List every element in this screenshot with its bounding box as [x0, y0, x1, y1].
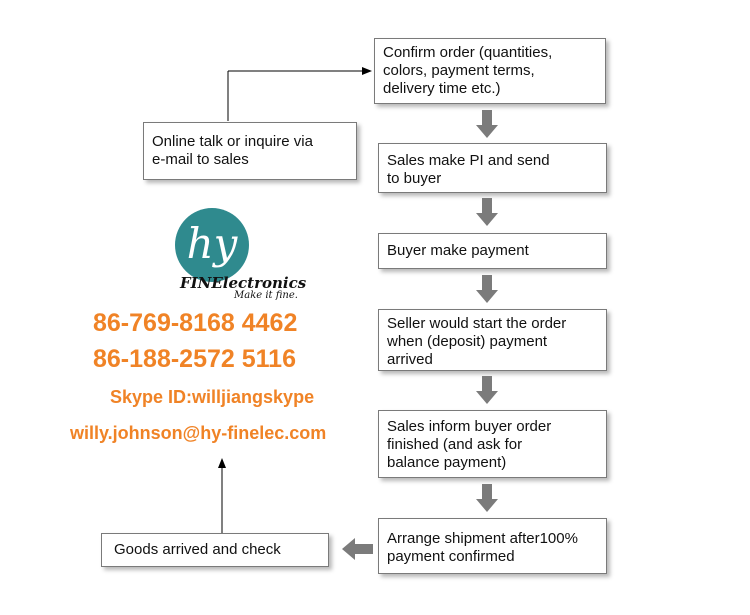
arrange-shipment-step: Arrange shipment after100% payment confi… — [378, 518, 607, 574]
phone-number-1: 86-769-8168 4462 — [93, 309, 298, 337]
logo-circle — [175, 208, 249, 282]
sales-pi-step: Sales make PI and send to buyer — [378, 143, 607, 193]
brand-name: FINElectronics — [180, 274, 307, 292]
phone-number-2: 86-188-2572 5116 — [93, 345, 296, 373]
buyer-payment-step: Buyer make payment — [378, 233, 607, 269]
sales-inform-step: Sales inform buyer order finished (and a… — [378, 410, 607, 478]
seller-start-step: Seller would start the order when (depos… — [378, 309, 607, 371]
brand-slogan: Make it fine. — [234, 290, 298, 301]
logo-letters: hy — [187, 219, 239, 268]
goods-arrived-step: Goods arrived and check — [101, 533, 329, 567]
down-arrow-icon — [476, 275, 498, 303]
online-talk-step: Online talk or inquire via e-mail to sal… — [143, 122, 357, 180]
confirm-order-step: Confirm order (quantities, colors, payme… — [374, 38, 606, 104]
logo-mark-icon: hy — [187, 219, 239, 268]
down-arrow-icon — [476, 110, 498, 138]
left-arrow-icon — [342, 538, 373, 560]
down-arrow-icon — [476, 376, 498, 404]
skype-id: Skype ID:willjiangskype — [110, 387, 315, 407]
email-address: willy.johnson@hy-finelec.com — [70, 423, 327, 443]
down-arrow-icon — [476, 484, 498, 512]
down-arrow-icon — [476, 198, 498, 226]
